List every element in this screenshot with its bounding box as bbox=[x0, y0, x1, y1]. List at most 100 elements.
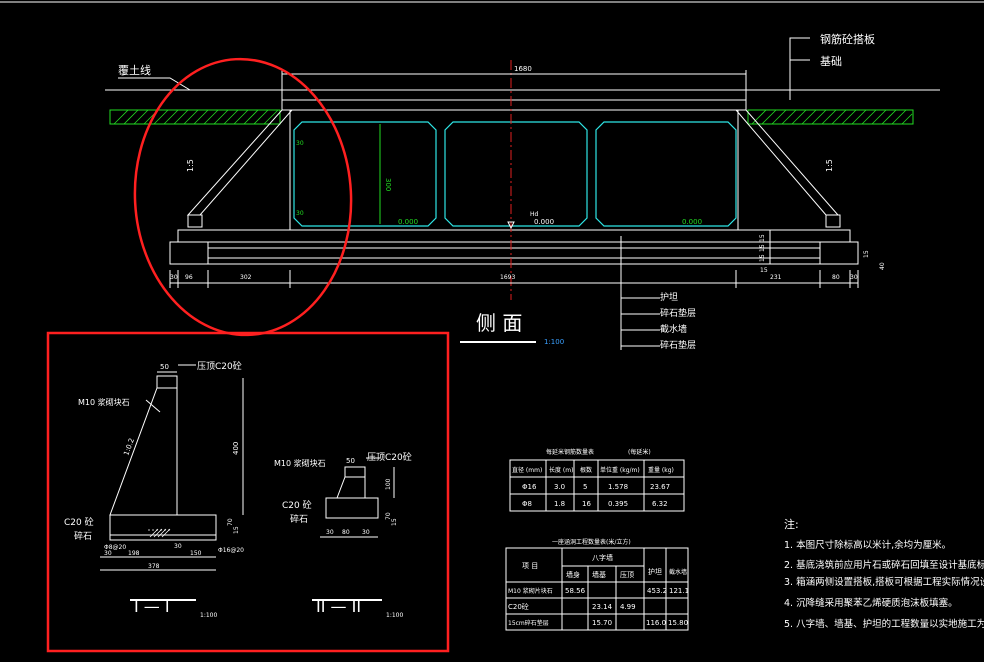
slope-right-label: 1:5 bbox=[825, 159, 834, 172]
steel-h3: 单位重 (kg/m) bbox=[600, 466, 640, 474]
sec2-scale: 1:100 bbox=[386, 612, 403, 619]
steel-h0: 直径 (mm) bbox=[512, 466, 542, 474]
sec2-top-dim: 50 bbox=[346, 457, 355, 465]
qty-h0: 项 目 bbox=[522, 562, 538, 570]
sec2-cap-label: 压顶C20砼 bbox=[367, 451, 412, 463]
sec1-rebar bbox=[148, 528, 171, 538]
right-wing-wall bbox=[734, 109, 840, 216]
steel-r0c4: 23.67 bbox=[650, 483, 670, 491]
steel-h1: 长度 (m) bbox=[549, 466, 573, 474]
sec2-base-label-2: 碎石 bbox=[290, 513, 308, 525]
bottom-dim-ticks bbox=[169, 270, 859, 288]
sec1-cap-label: 压顶C20砼 bbox=[197, 360, 242, 372]
sec1-base-dim-2: 150 bbox=[190, 550, 202, 557]
right-embankment bbox=[747, 109, 914, 125]
cell-height-label: 300 bbox=[384, 178, 392, 191]
deck-label-1: 钢筋砼搭板 bbox=[820, 32, 875, 46]
bottom-dim-1: 96 bbox=[185, 274, 193, 281]
sec1-right-dim-1: 15 bbox=[233, 526, 240, 534]
sec2-wall bbox=[336, 476, 366, 499]
bottom-dim-2: 302 bbox=[240, 274, 252, 281]
section-highlight-box bbox=[46, 331, 450, 653]
qty-r0c1: 58.56 bbox=[565, 587, 586, 595]
hd-marker bbox=[507, 221, 515, 230]
note-1: 1. 本图尺寸除标高以米计,余均为厘米。 bbox=[784, 539, 951, 551]
sec1-base-dim-4: 30 bbox=[174, 543, 182, 550]
sec1-wall-leader bbox=[145, 399, 161, 413]
qty-r0c0: M10 浆砌片块石 bbox=[508, 587, 553, 595]
qty-r1c0: C20砼 bbox=[508, 602, 529, 611]
corner-dim-1: 30 bbox=[296, 140, 304, 147]
bottom-dim-4: 15 bbox=[760, 267, 768, 274]
qty-r2c5: 15.80 bbox=[668, 619, 688, 627]
sec2-title: II — II bbox=[316, 597, 361, 616]
sec1-wall-label: M10 浆砌块石 bbox=[78, 397, 130, 407]
right-vert-dim-3: 15 bbox=[863, 250, 870, 258]
steel-r0c1: 3.0 bbox=[554, 483, 565, 491]
steel-r1c4: 6.32 bbox=[652, 500, 668, 508]
box-cells bbox=[293, 121, 737, 227]
section-1 bbox=[100, 371, 244, 601]
steel-r1c1: 1.8 bbox=[554, 500, 565, 508]
steel-h2: 根数 bbox=[580, 466, 592, 474]
leader-label-0: 护坦 bbox=[660, 291, 678, 303]
sec1-base-label-1: C20 砼 bbox=[64, 516, 94, 528]
sec2-wall-label: M10 浆砌块石 bbox=[274, 458, 326, 468]
qty-h5: 截水墙 bbox=[669, 568, 687, 576]
deck-slab bbox=[281, 99, 747, 111]
left-wall-base bbox=[187, 214, 203, 228]
bottom-dim-7: 30 bbox=[850, 274, 858, 281]
steel-table-title: 每延米钢筋数量表 bbox=[546, 448, 594, 456]
sec2-bottom-dim-1: 80 bbox=[342, 529, 350, 536]
steel-h4: 重量 (kg) bbox=[648, 466, 674, 474]
right-vert-dim-1: 15 bbox=[759, 244, 766, 252]
steel-r0c2: 5 bbox=[583, 483, 587, 491]
steel-table-grid bbox=[509, 459, 685, 512]
leader-ticks bbox=[621, 297, 660, 347]
sec1-base-note-1: Φ8@20 bbox=[104, 544, 126, 551]
sec2-cap bbox=[344, 466, 366, 478]
qty-r2c2: 15.70 bbox=[592, 619, 612, 627]
side-view-title: 侧 面 bbox=[476, 311, 522, 335]
bottom-dim-3: 1693 bbox=[500, 274, 515, 281]
cell-middle bbox=[444, 121, 588, 227]
sec2-height-label: 100 bbox=[385, 478, 392, 490]
qty-r0c4: 453.2 bbox=[647, 587, 667, 595]
left-wing-wall bbox=[186, 109, 294, 216]
sec1-base-note-2: Φ16@20 bbox=[218, 547, 244, 554]
bottom-dim-0: 30 bbox=[170, 274, 178, 281]
sec2-right-dim-0: 70 bbox=[385, 512, 392, 520]
sec1-title: I — I bbox=[134, 597, 170, 616]
sec2-bottom-dim-2: 30 bbox=[362, 529, 370, 536]
sec1-wall bbox=[109, 387, 178, 516]
box-culvert-outline bbox=[289, 109, 739, 231]
sec1-base-label-2: 碎石 bbox=[74, 530, 92, 542]
foundation-apron bbox=[169, 241, 859, 265]
qty-sh2: 墙基 bbox=[592, 570, 606, 579]
sec1-right-dim-0: 70 bbox=[227, 518, 234, 526]
highlight-ellipse bbox=[133, 57, 353, 337]
cell-left bbox=[293, 121, 437, 227]
cell-right bbox=[595, 121, 737, 227]
embankment-hatching bbox=[113, 109, 913, 125]
note-2: 2. 基底浇筑前应用片石或碎石回填至设计基底标高。 bbox=[784, 559, 984, 571]
qty-sh1: 墙身 bbox=[566, 570, 580, 579]
sec1-top-dim-label: 50 bbox=[160, 363, 169, 371]
sec1-scale: 1:100 bbox=[200, 612, 217, 619]
qty-table-title: 一座涵洞工程数量表(米/立方) bbox=[552, 538, 631, 546]
note-3: 3. 箱涵两侧设置搭板,搭板可根据工程实际情况设计。 bbox=[784, 576, 984, 588]
deck-label-2: 基础 bbox=[820, 55, 842, 68]
fill-line-label: 覆土线 bbox=[118, 63, 151, 77]
deck-label-leader-1 bbox=[789, 37, 810, 100]
sec1-base-dim-3: 378 bbox=[148, 563, 160, 570]
bottom-dim-5: 231 bbox=[770, 274, 782, 281]
fill-line-leader bbox=[118, 77, 191, 91]
leader-label-2: 截水墙 bbox=[660, 323, 687, 335]
sec2-right-dim-1: 15 bbox=[391, 518, 398, 526]
sec1-base-dim-0: 30 bbox=[104, 550, 112, 557]
sec1-cap bbox=[156, 375, 178, 389]
sec1-height-label: 400 bbox=[232, 442, 240, 455]
sec1-gravel bbox=[109, 534, 217, 541]
slope-left-label: 1:5 bbox=[186, 159, 195, 172]
